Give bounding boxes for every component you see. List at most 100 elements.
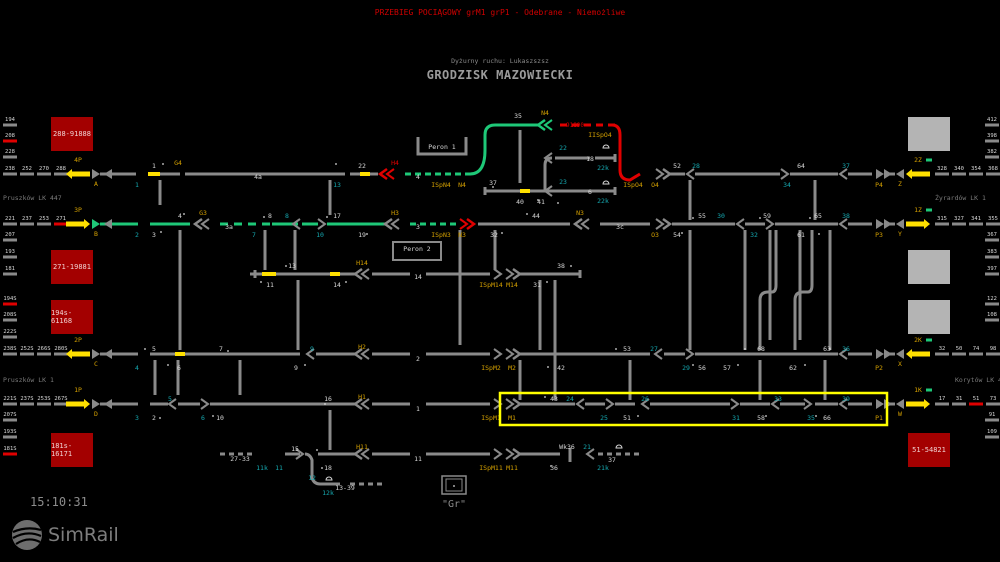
switch-chevron-icon[interactable] [305,348,315,360]
signal-icon[interactable] [505,448,515,460]
entry-signal-icon[interactable] [884,349,892,359]
switch-chevron-icon[interactable] [493,268,503,280]
signal-box-icon[interactable] [441,475,467,495]
signal-icon[interactable] [360,268,370,280]
signal-triangle-icon[interactable] [876,169,884,179]
signal-icon[interactable] [360,348,370,360]
connector-track[interactable] [793,230,814,350]
switch-chevron-icon[interactable] [167,398,177,410]
train-number-box[interactable]: 51-54821 [908,433,950,467]
signal-icon[interactable] [505,268,515,280]
signal-icon[interactable] [377,167,388,181]
arrow-right-icon[interactable] [924,219,930,229]
switch-chevron-icon[interactable] [730,398,740,410]
arrow-left-icon[interactable] [906,349,912,359]
entry-signal-icon[interactable] [92,399,100,409]
arrow-left-icon[interactable] [66,349,72,359]
switch-chevron-icon[interactable] [295,448,305,460]
switch-chevron-icon[interactable] [575,398,585,410]
signal-icon[interactable] [192,217,203,231]
signal-icon[interactable] [360,448,370,460]
switch-chevron-icon[interactable] [291,218,301,230]
signal-icon[interactable] [352,267,363,281]
signal-icon[interactable] [655,168,665,180]
signal-triangle-icon[interactable] [876,219,884,229]
switch-chevron-icon[interactable] [585,448,595,460]
switch-chevron-icon[interactable] [765,218,775,230]
entry-signal-icon[interactable] [896,169,904,179]
empty-train-box[interactable] [908,117,950,151]
entry-signal-icon[interactable] [104,219,112,229]
entry-signal-icon[interactable] [884,169,892,179]
switch-chevron-icon[interactable] [780,168,790,180]
signal-icon[interactable] [352,397,363,411]
signal-icon[interactable] [655,218,665,230]
switch-chevron-icon[interactable] [685,168,695,180]
entry-signal-icon[interactable] [884,219,892,229]
entry-signal-icon[interactable] [104,349,112,359]
arrow-right-icon[interactable] [84,219,90,229]
signal-triangle-icon[interactable] [876,399,884,409]
arrow-right-icon[interactable] [84,399,90,409]
switch-chevron-icon[interactable] [838,348,848,360]
connector-track[interactable] [758,230,778,350]
connector-track[interactable] [304,452,340,486]
switch-chevron-icon[interactable] [543,185,553,197]
empty-train-box[interactable] [908,300,950,334]
arrow-left-icon[interactable] [66,169,72,179]
signal-icon[interactable] [543,119,553,131]
route-connector[interactable] [469,123,540,176]
signal-icon[interactable] [662,217,673,231]
signal-icon[interactable] [385,168,395,180]
entry-signal-icon[interactable] [896,399,904,409]
switch-chevron-icon[interactable] [200,398,210,410]
signal-icon[interactable] [459,218,469,230]
signal-icon[interactable] [505,348,515,360]
switch-chevron-icon[interactable] [317,218,327,230]
signal-icon[interactable] [352,447,363,461]
route-selection-box[interactable] [498,391,889,427]
entry-signal-icon[interactable] [104,169,112,179]
signal-icon[interactable] [535,118,546,132]
arrow-right-icon[interactable] [924,399,930,409]
switch-chevron-icon[interactable] [493,348,503,360]
switch-chevron-icon[interactable] [838,398,848,410]
switch-chevron-icon[interactable] [803,398,813,410]
entry-signal-icon[interactable] [896,349,904,359]
platform-outline[interactable] [416,137,468,156]
signal-icon[interactable] [360,398,370,410]
signal-icon[interactable] [200,218,210,230]
switch-chevron-icon[interactable] [640,398,650,410]
switch-chevron-icon[interactable] [838,168,848,180]
blocked-connector[interactable] [611,123,641,182]
switch-chevron-icon[interactable] [653,348,663,360]
switch-chevron-icon[interactable] [543,152,553,164]
entry-signal-icon[interactable] [896,219,904,229]
signal-icon[interactable] [390,218,400,230]
switch-chevron-icon[interactable] [770,398,780,410]
train-number-box[interactable]: 288-91888 [51,117,93,151]
switch-chevron-icon[interactable] [493,448,503,460]
signal-triangle-icon[interactable] [876,349,884,359]
arrow-left-icon[interactable] [906,169,912,179]
entry-signal-icon[interactable] [104,399,112,409]
switch-chevron-icon[interactable] [838,218,848,230]
switch-chevron-icon[interactable] [605,398,615,410]
signal-icon[interactable] [466,217,477,231]
signal-icon[interactable] [580,218,590,230]
signal-icon[interactable] [352,347,363,361]
empty-train-box[interactable] [908,250,950,284]
entry-signal-icon[interactable] [92,219,100,229]
train-number-box[interactable]: 194s-61168 [51,300,93,334]
signal-icon[interactable] [572,217,583,231]
connector-track[interactable] [543,156,553,190]
signal-icon[interactable] [382,217,393,231]
entry-signal-icon[interactable] [92,349,100,359]
train-number-box[interactable]: 181s-16171 [51,433,93,467]
entry-signal-icon[interactable] [92,169,100,179]
signal-icon[interactable] [505,398,515,410]
switch-chevron-icon[interactable] [685,348,695,360]
switch-chevron-icon[interactable] [735,218,745,230]
train-number-box[interactable]: 271-19881 [51,250,93,284]
